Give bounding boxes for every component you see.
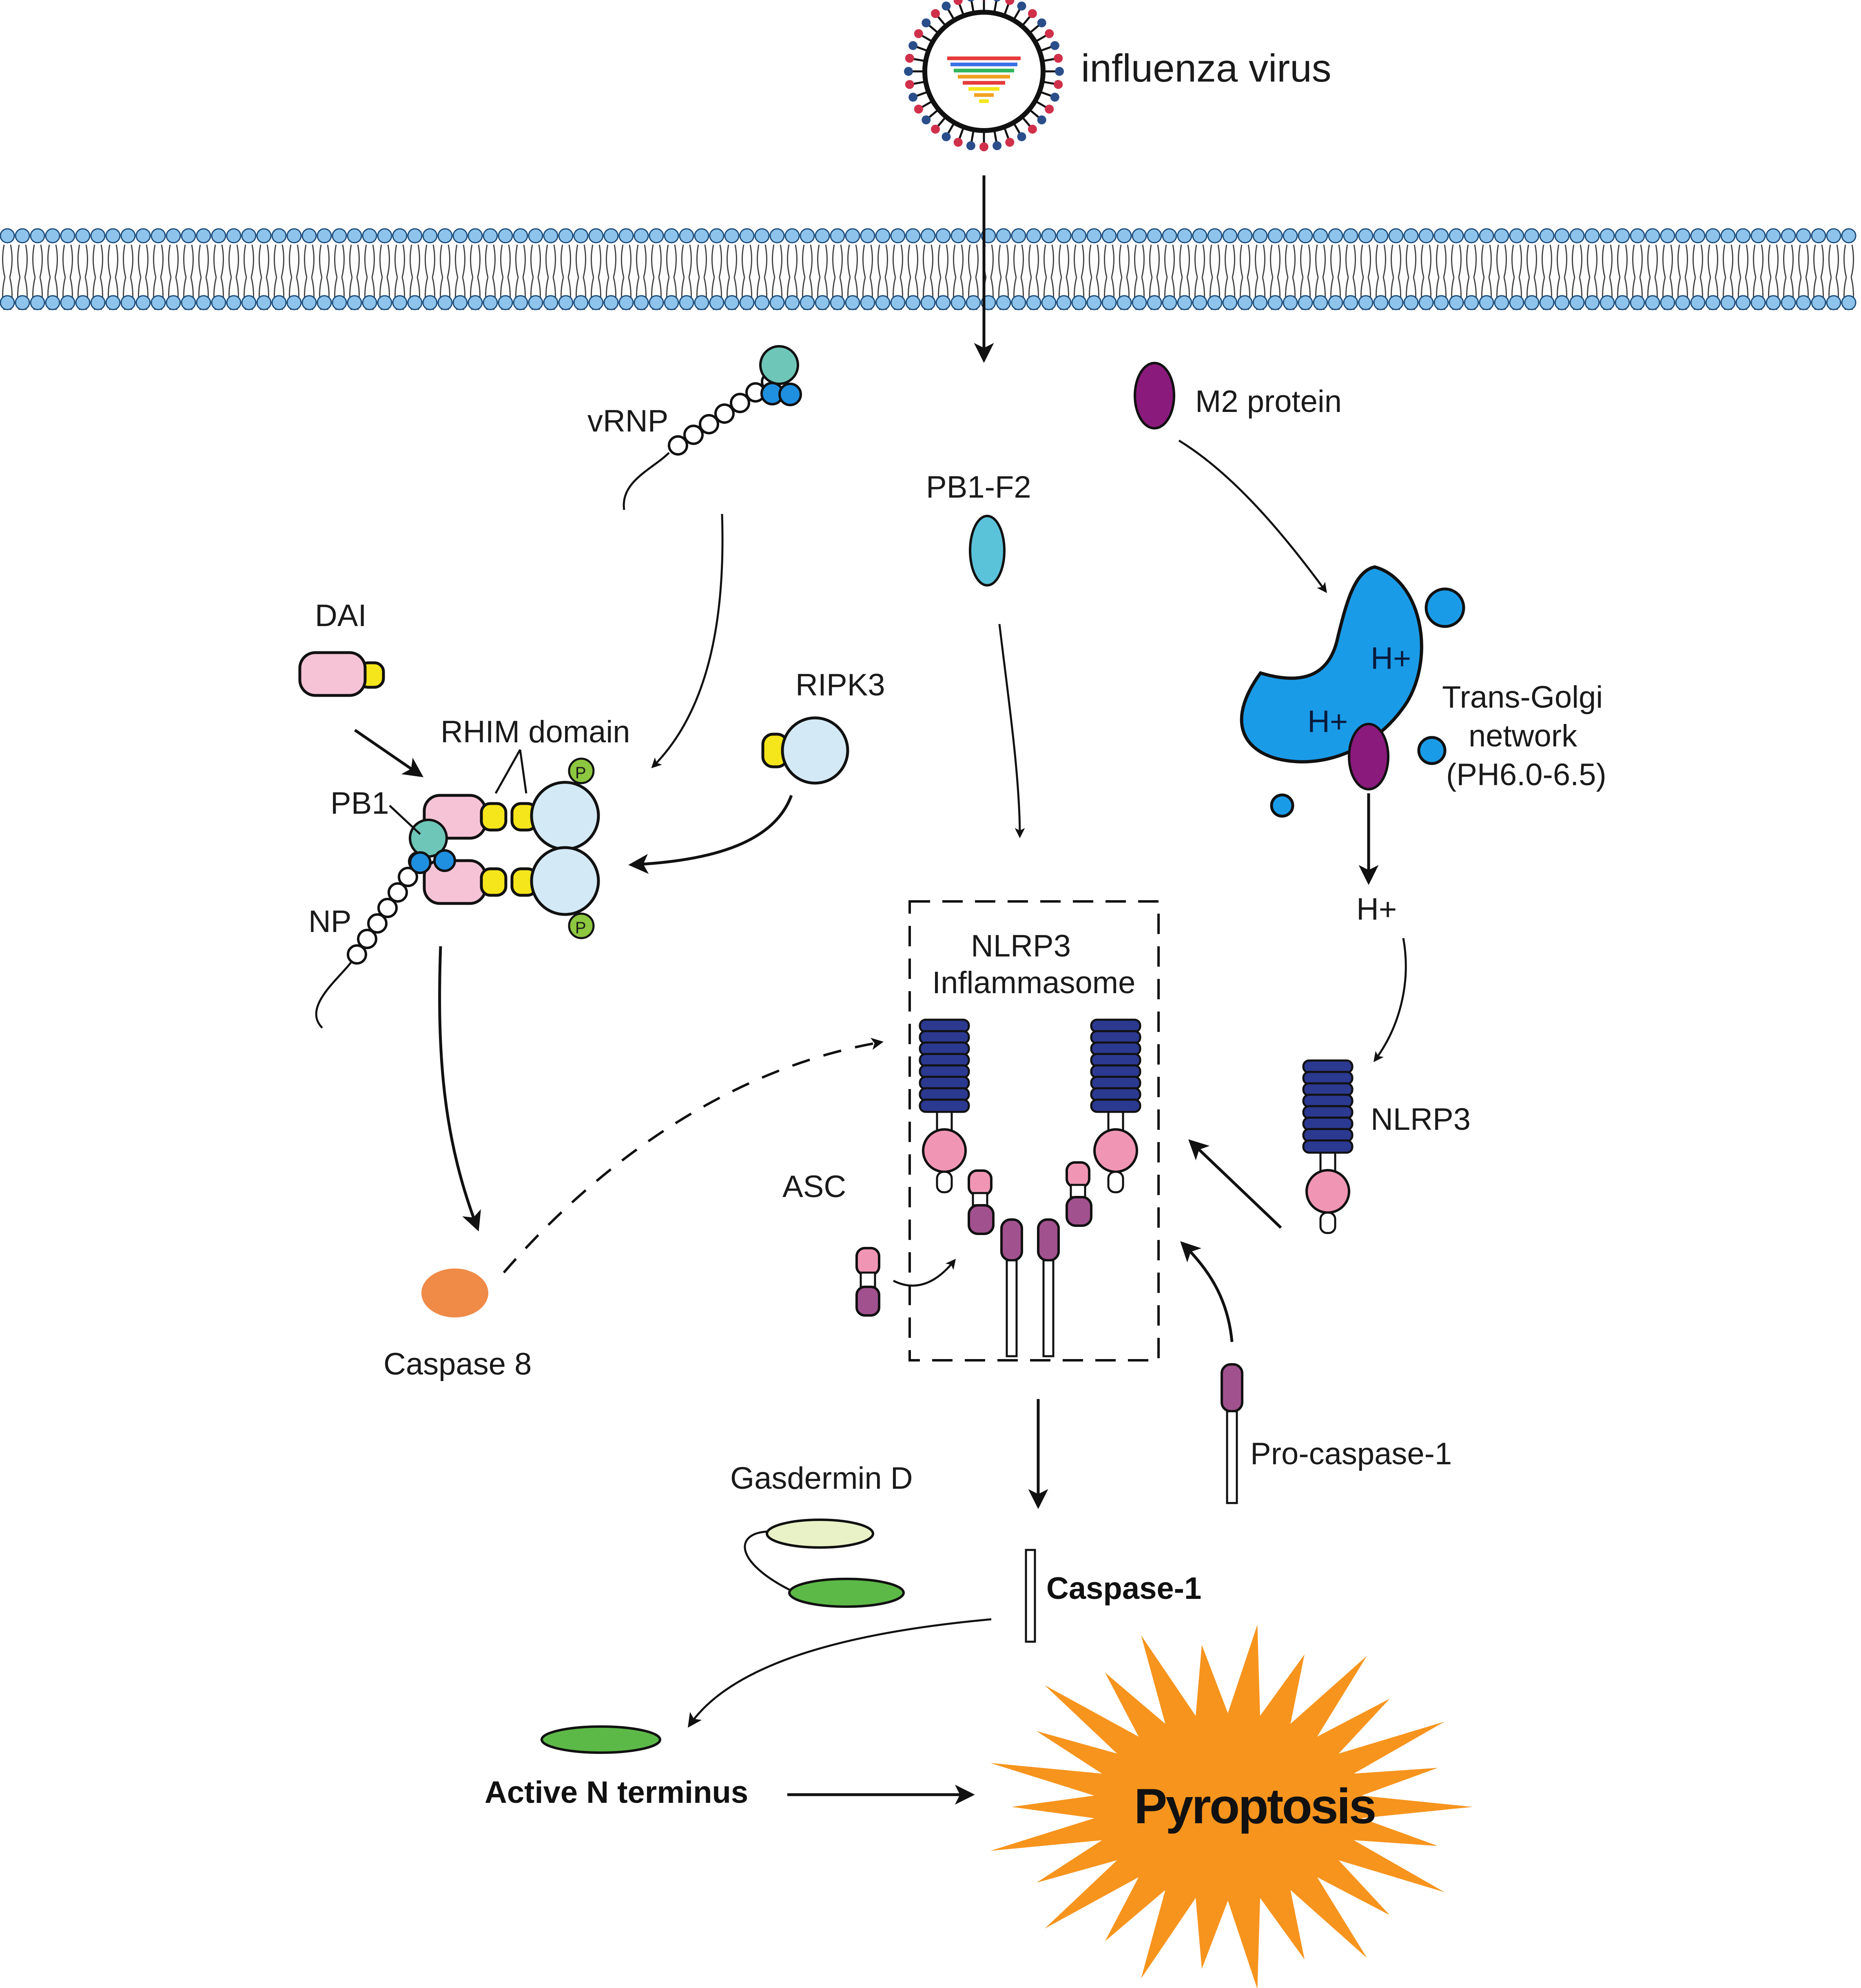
h-plus-label: H+ [1356,892,1397,927]
pro-caspase1-icon [1221,1363,1243,1504]
phospho-label-bottom: P [575,919,586,937]
asc-free-icon [855,1247,880,1317]
pb1-pointer [389,805,421,835]
pyroptosis-burst-icon [990,1625,1473,1988]
m2-channel-icon [1348,723,1389,790]
pyroptosis-label: Pyroptosis [1134,1778,1375,1834]
golgi-h-plus-label-1: H+ [1371,641,1411,676]
m2-protein-label: M2 protein [1195,384,1342,419]
pb1-f2-label: PB1-F2 [926,470,1031,505]
dai-label: DAI [315,598,367,633]
phospho-icon-bottom [568,912,595,939]
rhim-pointer-1 [494,749,521,794]
ripk3-icon [761,716,849,785]
pro-caspase1-label: Pro-caspase-1 [1250,1437,1452,1471]
nlrp3-inflammasome-right-icon [1090,1018,1141,1193]
caspase8-label: Caspase 8 [383,1347,532,1381]
viral-rna-segments-icon [947,56,1021,103]
active-n-terminus-icon [541,1725,661,1754]
complex-to-caspase8-arrow [438,946,481,1232]
influenza-virus-label: influenza virus [1081,46,1332,90]
golgi-h-plus-label-2: H+ [1307,704,1348,739]
asc-adaptor-right-icon [1066,1161,1092,1227]
nlrp3-inflammasome-left-icon [919,1018,970,1193]
asc-to-inflammasome-arrow [893,1259,956,1287]
pb1-label: PB1 [330,786,389,821]
ripk3-to-complex-arrow [628,795,793,874]
ripk3-label: RIPK3 [795,668,885,702]
vrnp-icon [623,345,802,510]
pro-caspase1-to-inflammasome-arrow [1180,1241,1234,1342]
nlrp3-inflammasome-box [908,900,1160,1361]
cell-membrane [0,228,1857,310]
h-plus-to-nlrp3-arrow [1374,938,1407,1063]
caspase1-icon [1025,1549,1036,1643]
gasdermin-d-icon [744,1519,905,1608]
phospho-label-top: P [575,764,586,782]
m2-protein-icon [1134,362,1175,429]
inflammasome-label-line1: NLRP3 [971,929,1071,963]
nlrp3-free-icon [1302,1059,1354,1234]
trans-golgi-label-line3: (PH6.0-6.5) [1446,757,1606,792]
trans-golgi-network-icon [1240,565,1465,818]
dai-icon [298,651,385,697]
pb1-f2-to-inflammasome-arrow [998,624,1025,838]
gasdermin-d-label: Gasdermin D [730,1461,913,1496]
caspase8-icon [421,1269,488,1317]
vrnp-label: vRNP [587,404,668,438]
necrosome-complex-icon [315,757,600,1029]
caspase8-to-inflammasome-dashed-arrow [503,1038,884,1273]
nlrp3-label: NLRP3 [1371,1102,1471,1137]
asc-label: ASC [782,1169,846,1204]
vrnp-to-complex-arrow [651,514,724,768]
caspase1-label: Caspase-1 [1046,1571,1201,1606]
trans-golgi-label-line2: network [1469,719,1577,753]
active-n-terminus-label: Active N terminus [485,1775,748,1810]
influenza-virus-icon [904,0,1064,151]
dai-to-complex-arrow [354,729,424,777]
caspase1-to-gasdermin-arrow [688,1618,992,1728]
nlrp3-to-inflammasome-arrow [1188,1139,1282,1229]
asc-adaptor-left-icon [968,1169,995,1235]
inflammasome-label-line2: Inflammasome [932,965,1135,1000]
pb1-f2-protein-icon [969,515,1006,587]
m2-to-golgi-arrow [1178,439,1327,593]
phospho-icon-top [568,757,595,784]
np-label: NP [308,904,352,939]
trans-golgi-label-line1: Trans-Golgi [1442,680,1603,715]
pro-caspase1-in-complex-icon [1000,1218,1060,1357]
rhim-pointer-2 [519,749,527,794]
rhim-domain-label: RHIM domain [441,715,630,749]
